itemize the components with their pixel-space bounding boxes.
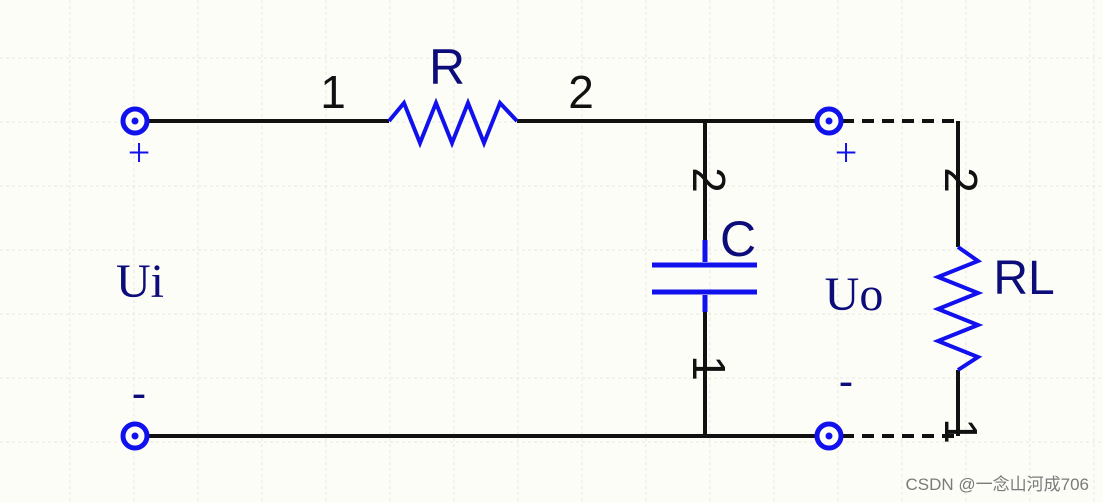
capacitor-c-pin-1: 1: [683, 355, 735, 381]
terminal-dot: [825, 117, 833, 125]
resistor-r-pin-1: 1: [320, 66, 346, 118]
terminals: [120, 106, 844, 451]
resistor-r-label: R: [429, 39, 465, 95]
resistor-r-symbol: [387, 97, 519, 149]
resistor-rl-pin-2: 2: [935, 167, 987, 193]
watermark: CSDN @一念山河成706: [905, 475, 1089, 494]
output-minus-sign: -: [839, 357, 854, 406]
resistor-rl-symbol: [932, 245, 984, 372]
input-plus-sign: +: [128, 130, 151, 175]
wires: [146, 119, 960, 438]
terminal-dot: [131, 117, 139, 125]
resistor-rl-pin-1: 1: [935, 418, 987, 444]
resistor-rl-label: RL: [993, 252, 1054, 305]
capacitor-c-label: C: [720, 211, 756, 267]
capacitor-c-pin-2: 2: [683, 167, 735, 193]
terminal-dot: [131, 432, 139, 440]
resistor-r-pin-2: 2: [568, 66, 594, 118]
input-minus-sign: -: [132, 369, 147, 418]
input-voltage-label: Ui: [116, 255, 164, 308]
output-voltage-label: Uo: [825, 268, 884, 321]
output-plus-sign: +: [835, 130, 858, 175]
terminal-dot: [825, 432, 833, 440]
capacitor-c-symbol: [652, 240, 757, 312]
